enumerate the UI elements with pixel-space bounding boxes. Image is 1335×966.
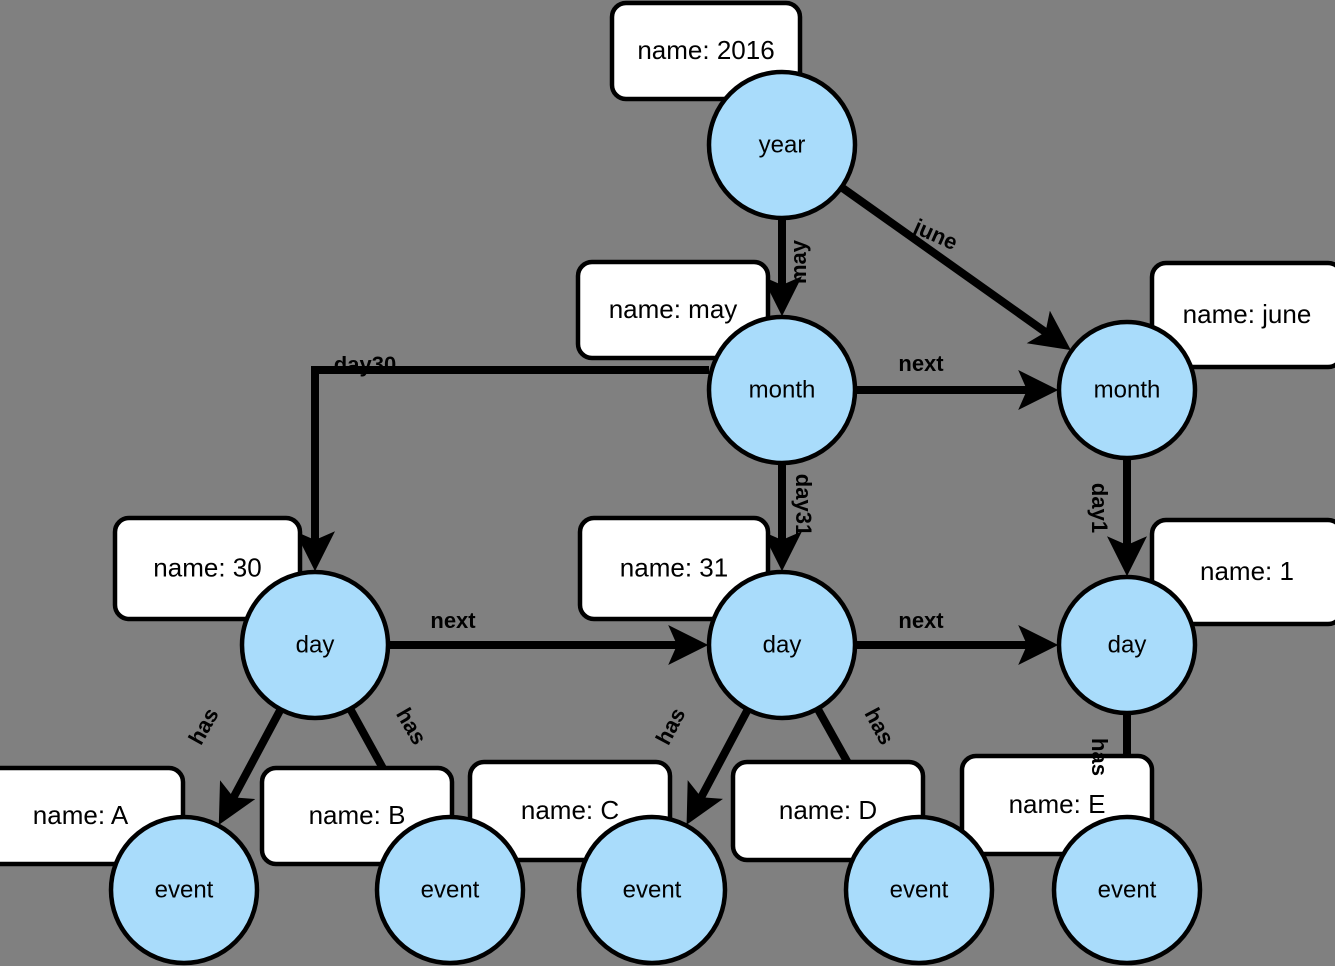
- edge-label: day31: [791, 474, 816, 536]
- node-label: event: [890, 876, 949, 903]
- node-label: month: [1094, 376, 1161, 403]
- edge-label: next: [430, 608, 476, 633]
- property-box: name: 31: [577, 515, 771, 622]
- node-label: year: [759, 131, 806, 158]
- property-box: name: 2016: [609, 0, 803, 102]
- edge-label: day1: [1087, 483, 1112, 533]
- node-circle[interactable]: [1056, 319, 1198, 461]
- node-circle[interactable]: [706, 314, 858, 466]
- property-label: name: 1: [1200, 556, 1294, 586]
- edge-has: [218, 706, 285, 825]
- node-circle[interactable]: [843, 814, 995, 966]
- property-box-shape: [1149, 260, 1335, 370]
- graph-node-event[interactable]: event: [1051, 814, 1203, 966]
- node-label: month: [749, 376, 816, 403]
- edge-label: has: [183, 704, 223, 749]
- node-circle[interactable]: [374, 814, 526, 966]
- property-label: name: 30: [153, 552, 261, 582]
- node-label: day: [763, 631, 802, 658]
- edge-label: next: [898, 351, 944, 376]
- node-label: event: [623, 876, 682, 903]
- graph-node-event[interactable]: event: [374, 814, 526, 966]
- node-label: day: [296, 631, 335, 658]
- edge-label: has: [860, 704, 900, 749]
- edge-label: has: [1087, 738, 1112, 776]
- property-box: name: june: [1149, 260, 1335, 370]
- edge-june: [838, 183, 1071, 351]
- edge-day30: [295, 366, 709, 572]
- node-circle[interactable]: [1051, 814, 1203, 966]
- graph-node-day[interactable]: day: [1056, 574, 1198, 716]
- property-boxes-layer: name: 2016 name: may name: june name: 30 nam…: [0, 0, 1335, 867]
- property-box-shape: [575, 259, 771, 361]
- property-label: name: 31: [620, 552, 728, 582]
- node-circle[interactable]: [706, 569, 858, 721]
- edge-label: may: [786, 239, 811, 284]
- node-label: day: [1108, 631, 1147, 658]
- property-label: name: 2016: [637, 35, 774, 65]
- property-label: name: may: [609, 294, 738, 324]
- graph-node-year[interactable]: year: [706, 69, 858, 221]
- node-label: event: [155, 876, 214, 903]
- edge-label: next: [898, 608, 944, 633]
- edge-label: has: [391, 703, 432, 748]
- node-label: event: [1098, 876, 1157, 903]
- property-label: name: E: [1009, 789, 1106, 819]
- property-box: name: may: [575, 259, 771, 361]
- property-label: name: A: [33, 800, 129, 830]
- property-label: name: june: [1183, 299, 1312, 329]
- property-box: name: 1: [1149, 517, 1335, 627]
- property-box-shape: [577, 515, 771, 622]
- graph-node-month[interactable]: month: [1056, 319, 1198, 461]
- graph-node-event[interactable]: event: [108, 814, 260, 966]
- graph-node-month[interactable]: month: [706, 314, 858, 466]
- edge-label: has: [651, 704, 691, 749]
- property-label: name: C: [521, 795, 619, 825]
- property-box-shape: [1149, 517, 1335, 627]
- property-box-shape: [112, 515, 303, 622]
- node-circle[interactable]: [706, 69, 858, 221]
- node-circle[interactable]: [1056, 574, 1198, 716]
- property-label: name: B: [309, 800, 406, 830]
- edge-label: day30: [334, 352, 396, 377]
- nodes-layer: year month month day day day event event event ev…: [108, 69, 1203, 966]
- node-circle[interactable]: [576, 814, 728, 966]
- node-label: event: [421, 876, 480, 903]
- edge-has: [686, 706, 752, 825]
- node-circle[interactable]: [108, 814, 260, 966]
- edge-label: june: [909, 213, 961, 255]
- graph-node-day[interactable]: day: [239, 569, 391, 721]
- property-box-shape: [609, 0, 803, 102]
- node-circle[interactable]: [239, 569, 391, 721]
- graph-node-event[interactable]: event: [576, 814, 728, 966]
- property-label: name: D: [779, 795, 877, 825]
- graph-node-event[interactable]: event: [843, 814, 995, 966]
- property-box: name: 30: [112, 515, 303, 622]
- graph-node-day[interactable]: day: [706, 569, 858, 721]
